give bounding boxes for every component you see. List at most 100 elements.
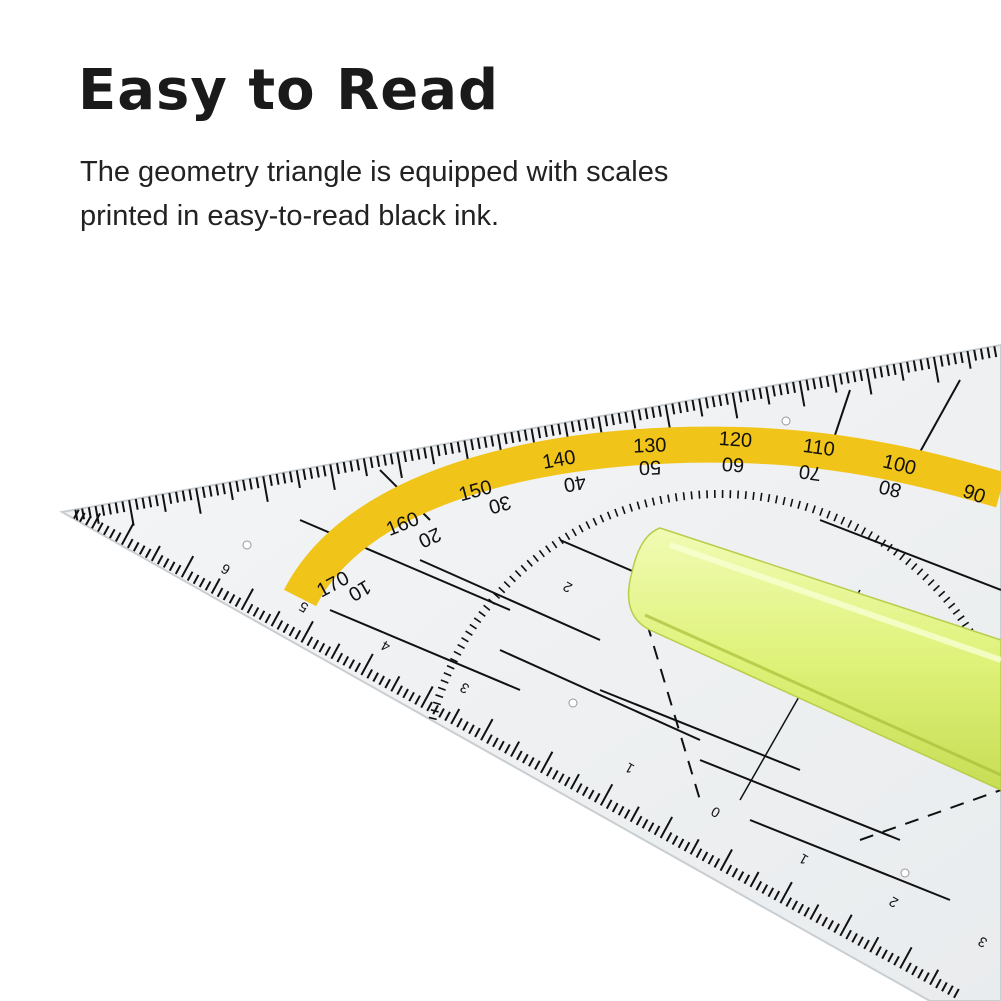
- tick-mark: [420, 686, 434, 709]
- ring-tick: [860, 527, 867, 535]
- ring-tick: [457, 643, 465, 650]
- tick-mark: [476, 437, 481, 450]
- tick-mark: [208, 485, 213, 497]
- tick-mark: [275, 473, 280, 485]
- tick-mark: [704, 397, 709, 409]
- ring-tick: [651, 497, 656, 506]
- tick-mark: [204, 580, 212, 591]
- ring-tick: [428, 716, 437, 721]
- tick-mark: [872, 367, 877, 379]
- ring-tick: [532, 554, 539, 562]
- tick-mark: [366, 668, 373, 679]
- tick-mark: [522, 753, 529, 764]
- tick-mark: [318, 642, 326, 653]
- tick-mark: [935, 978, 942, 989]
- tick-mark: [778, 384, 783, 396]
- ring-tick: [564, 532, 571, 541]
- tick-mark: [144, 548, 152, 559]
- description: The geometry triangle is equipped with s…: [80, 150, 780, 238]
- tick-mark: [174, 564, 182, 575]
- tick-mark: [911, 965, 918, 976]
- tick-mark: [584, 418, 589, 430]
- ring-tick: [682, 492, 686, 501]
- ring-tick: [826, 510, 831, 519]
- tick-mark: [354, 662, 362, 673]
- tick-mark: [832, 374, 838, 393]
- ring-tick: [854, 523, 860, 532]
- tick-mark: [416, 448, 421, 460]
- tick-mark: [408, 691, 415, 702]
- ring-tick: [509, 575, 516, 583]
- tick-mark: [906, 361, 911, 373]
- tick-mark: [396, 452, 403, 479]
- tick-mark: [966, 350, 972, 369]
- tick-mark: [216, 587, 224, 598]
- tick-mark: [611, 802, 619, 813]
- tick-mark: [486, 734, 493, 744]
- tick-mark: [581, 786, 589, 797]
- page-title: Easy to Read: [78, 58, 500, 123]
- tick-mark: [859, 369, 864, 382]
- tick-mark: [659, 816, 674, 839]
- ring-tick: [469, 623, 477, 630]
- tick-mark: [689, 838, 700, 855]
- degree-label-inner: 80: [877, 475, 904, 502]
- tick-mark: [803, 906, 811, 917]
- tick-mark: [276, 620, 284, 630]
- tick-mark: [109, 528, 116, 539]
- tick-mark: [587, 789, 595, 800]
- tick-mark: [175, 491, 179, 503]
- ring-tick: [840, 516, 846, 525]
- tick-mark: [409, 449, 414, 461]
- tick-mark: [677, 838, 685, 849]
- tick-mark: [198, 577, 206, 588]
- tick-mark: [120, 523, 135, 546]
- tick-mark: [126, 538, 134, 549]
- tick-mark: [825, 375, 830, 388]
- ring-tick: [880, 539, 887, 547]
- tick-mark: [953, 988, 960, 999]
- tick-mark: [725, 393, 729, 405]
- tick-mark: [879, 366, 884, 378]
- tick-mark: [839, 914, 853, 937]
- ring-tick: [797, 500, 801, 509]
- tick-mark: [403, 450, 407, 463]
- tick-mark: [468, 724, 475, 735]
- tick-mark: [342, 461, 347, 473]
- tick-mark: [402, 688, 409, 699]
- tick-mark: [436, 445, 441, 457]
- protractor-arc-band: [283, 426, 1001, 607]
- tick-mark: [270, 610, 281, 627]
- tick-mark: [941, 981, 948, 992]
- tick-mark: [150, 545, 161, 562]
- tick-mark: [919, 359, 924, 371]
- tick-mark: [268, 474, 273, 487]
- description-line-2: printed in easy-to-read black ink.: [80, 200, 500, 232]
- tick-mark: [785, 382, 790, 395]
- ring-tick: [599, 514, 605, 523]
- tick-mark: [550, 424, 555, 436]
- tick-mark: [979, 348, 984, 360]
- ring-tick: [520, 564, 528, 572]
- tick-mark: [228, 482, 234, 501]
- tick-mark: [438, 708, 445, 718]
- tick-mark: [767, 887, 775, 898]
- ring-tick: [905, 558, 912, 566]
- tick-mark: [791, 900, 799, 911]
- tick-mark: [671, 403, 676, 415]
- tick-mark: [701, 851, 709, 862]
- tick-mark: [329, 464, 336, 491]
- tick-mark: [899, 362, 905, 381]
- tick-mark: [192, 574, 200, 585]
- tick-mark: [604, 415, 609, 427]
- tick-mark: [73, 509, 80, 519]
- tick-mark: [517, 430, 521, 442]
- ring-tick: [659, 495, 663, 505]
- tick-mark: [875, 946, 882, 956]
- tick-mark: [779, 881, 793, 904]
- tick-mark: [684, 400, 689, 413]
- tick-mark: [611, 414, 615, 426]
- tick-mark: [262, 476, 269, 502]
- ring-tick: [614, 508, 619, 517]
- ring-tick: [483, 604, 491, 611]
